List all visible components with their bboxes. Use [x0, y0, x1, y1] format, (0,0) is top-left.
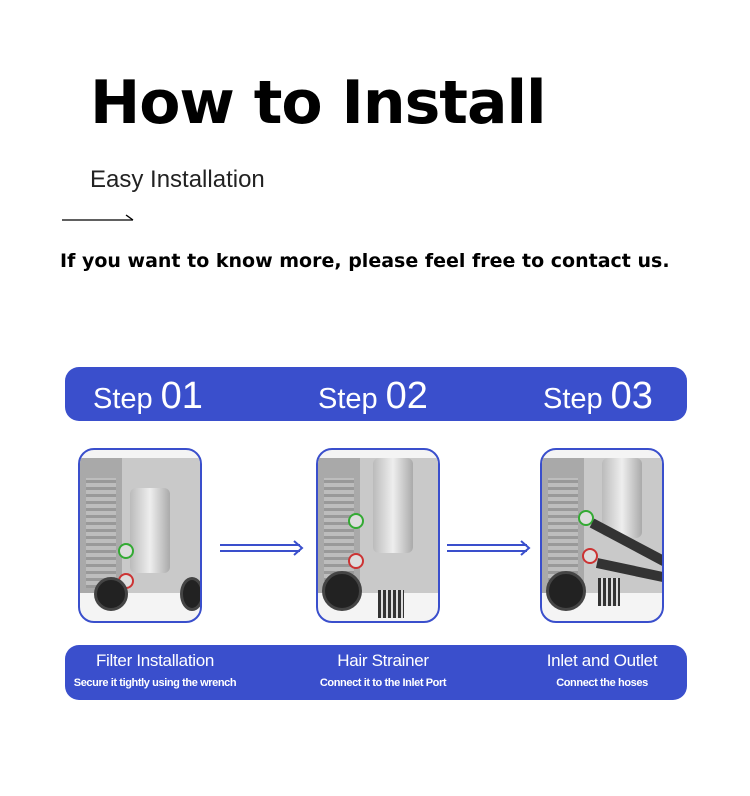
step-number: 02	[385, 375, 428, 417]
step-word: Step	[318, 383, 378, 415]
step-title: Hair Strainer	[337, 651, 429, 670]
step-3-image	[540, 448, 664, 623]
step-description: Connect the hoses	[556, 677, 648, 689]
flow-arrow-icon	[220, 540, 304, 556]
right-arrow-icon	[62, 214, 134, 221]
flow-arrow-icon	[447, 540, 531, 556]
step-description: Secure it tightly using the wrench	[73, 677, 237, 689]
step-2-image	[316, 448, 440, 623]
page-subtitle: Easy Installation	[90, 166, 265, 193]
page-title: How to Install	[90, 68, 547, 138]
step-description: Connect it to the Inlet Port	[319, 677, 447, 689]
step-title: Filter Installation	[95, 651, 215, 670]
step-word: Step	[93, 383, 153, 415]
step-1-image	[78, 448, 202, 623]
step-number: 03	[610, 375, 653, 417]
step-title: Inlet and Outlet	[546, 651, 658, 670]
contact-text: If you want to know more, please feel fr…	[60, 250, 670, 272]
step-word: Step	[543, 383, 603, 415]
step-number: 01	[160, 375, 203, 417]
